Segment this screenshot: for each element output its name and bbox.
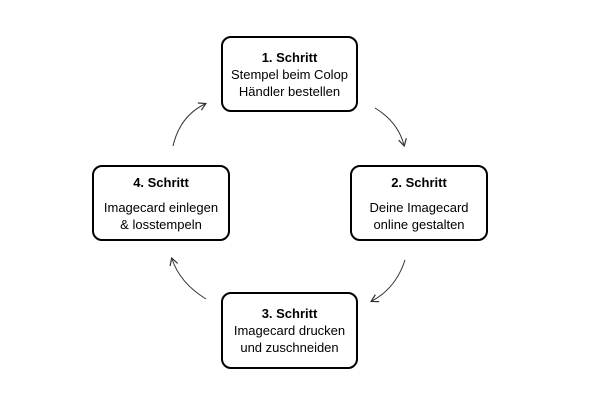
- arrow-step3-to-step4: [169, 256, 207, 300]
- step-1-box: 1. Schritt Stempel beim Colop Händler be…: [221, 36, 358, 112]
- step-2-line-2: online gestalten: [373, 216, 465, 232]
- step-3-box: 3. Schritt Imagecard drucken und zuschne…: [221, 292, 358, 369]
- step-1-line-1: Stempel beim Colop: [230, 66, 349, 82]
- step-3-line-1: Imagecard drucken: [233, 323, 346, 338]
- step-4-line-1: Imagecard einlegen: [103, 199, 219, 215]
- step-2-title: 2. Schritt: [391, 174, 447, 190]
- step-4-title: 4. Schritt: [133, 174, 189, 190]
- step-3-line-2: und zuschneiden: [240, 340, 339, 355]
- arrow-step4-to-step1: [172, 102, 207, 147]
- step-1-title: 1. Schritt: [261, 49, 318, 65]
- arrow-step1-to-step2: [374, 107, 407, 148]
- step-1-line-2: Händler bestellen: [238, 83, 341, 99]
- step-3-title: 3. Schritt: [261, 306, 318, 321]
- arrow-step2-to-step3: [370, 259, 406, 303]
- step-4-line-2: & losstempeln: [120, 216, 202, 232]
- step-2-box: 2. Schritt Deine Imagecard online gestal…: [350, 165, 488, 241]
- step-4-box: 4. Schritt Imagecard einlegen & losstemp…: [92, 165, 230, 241]
- step-2-line-1: Deine Imagecard: [369, 199, 469, 215]
